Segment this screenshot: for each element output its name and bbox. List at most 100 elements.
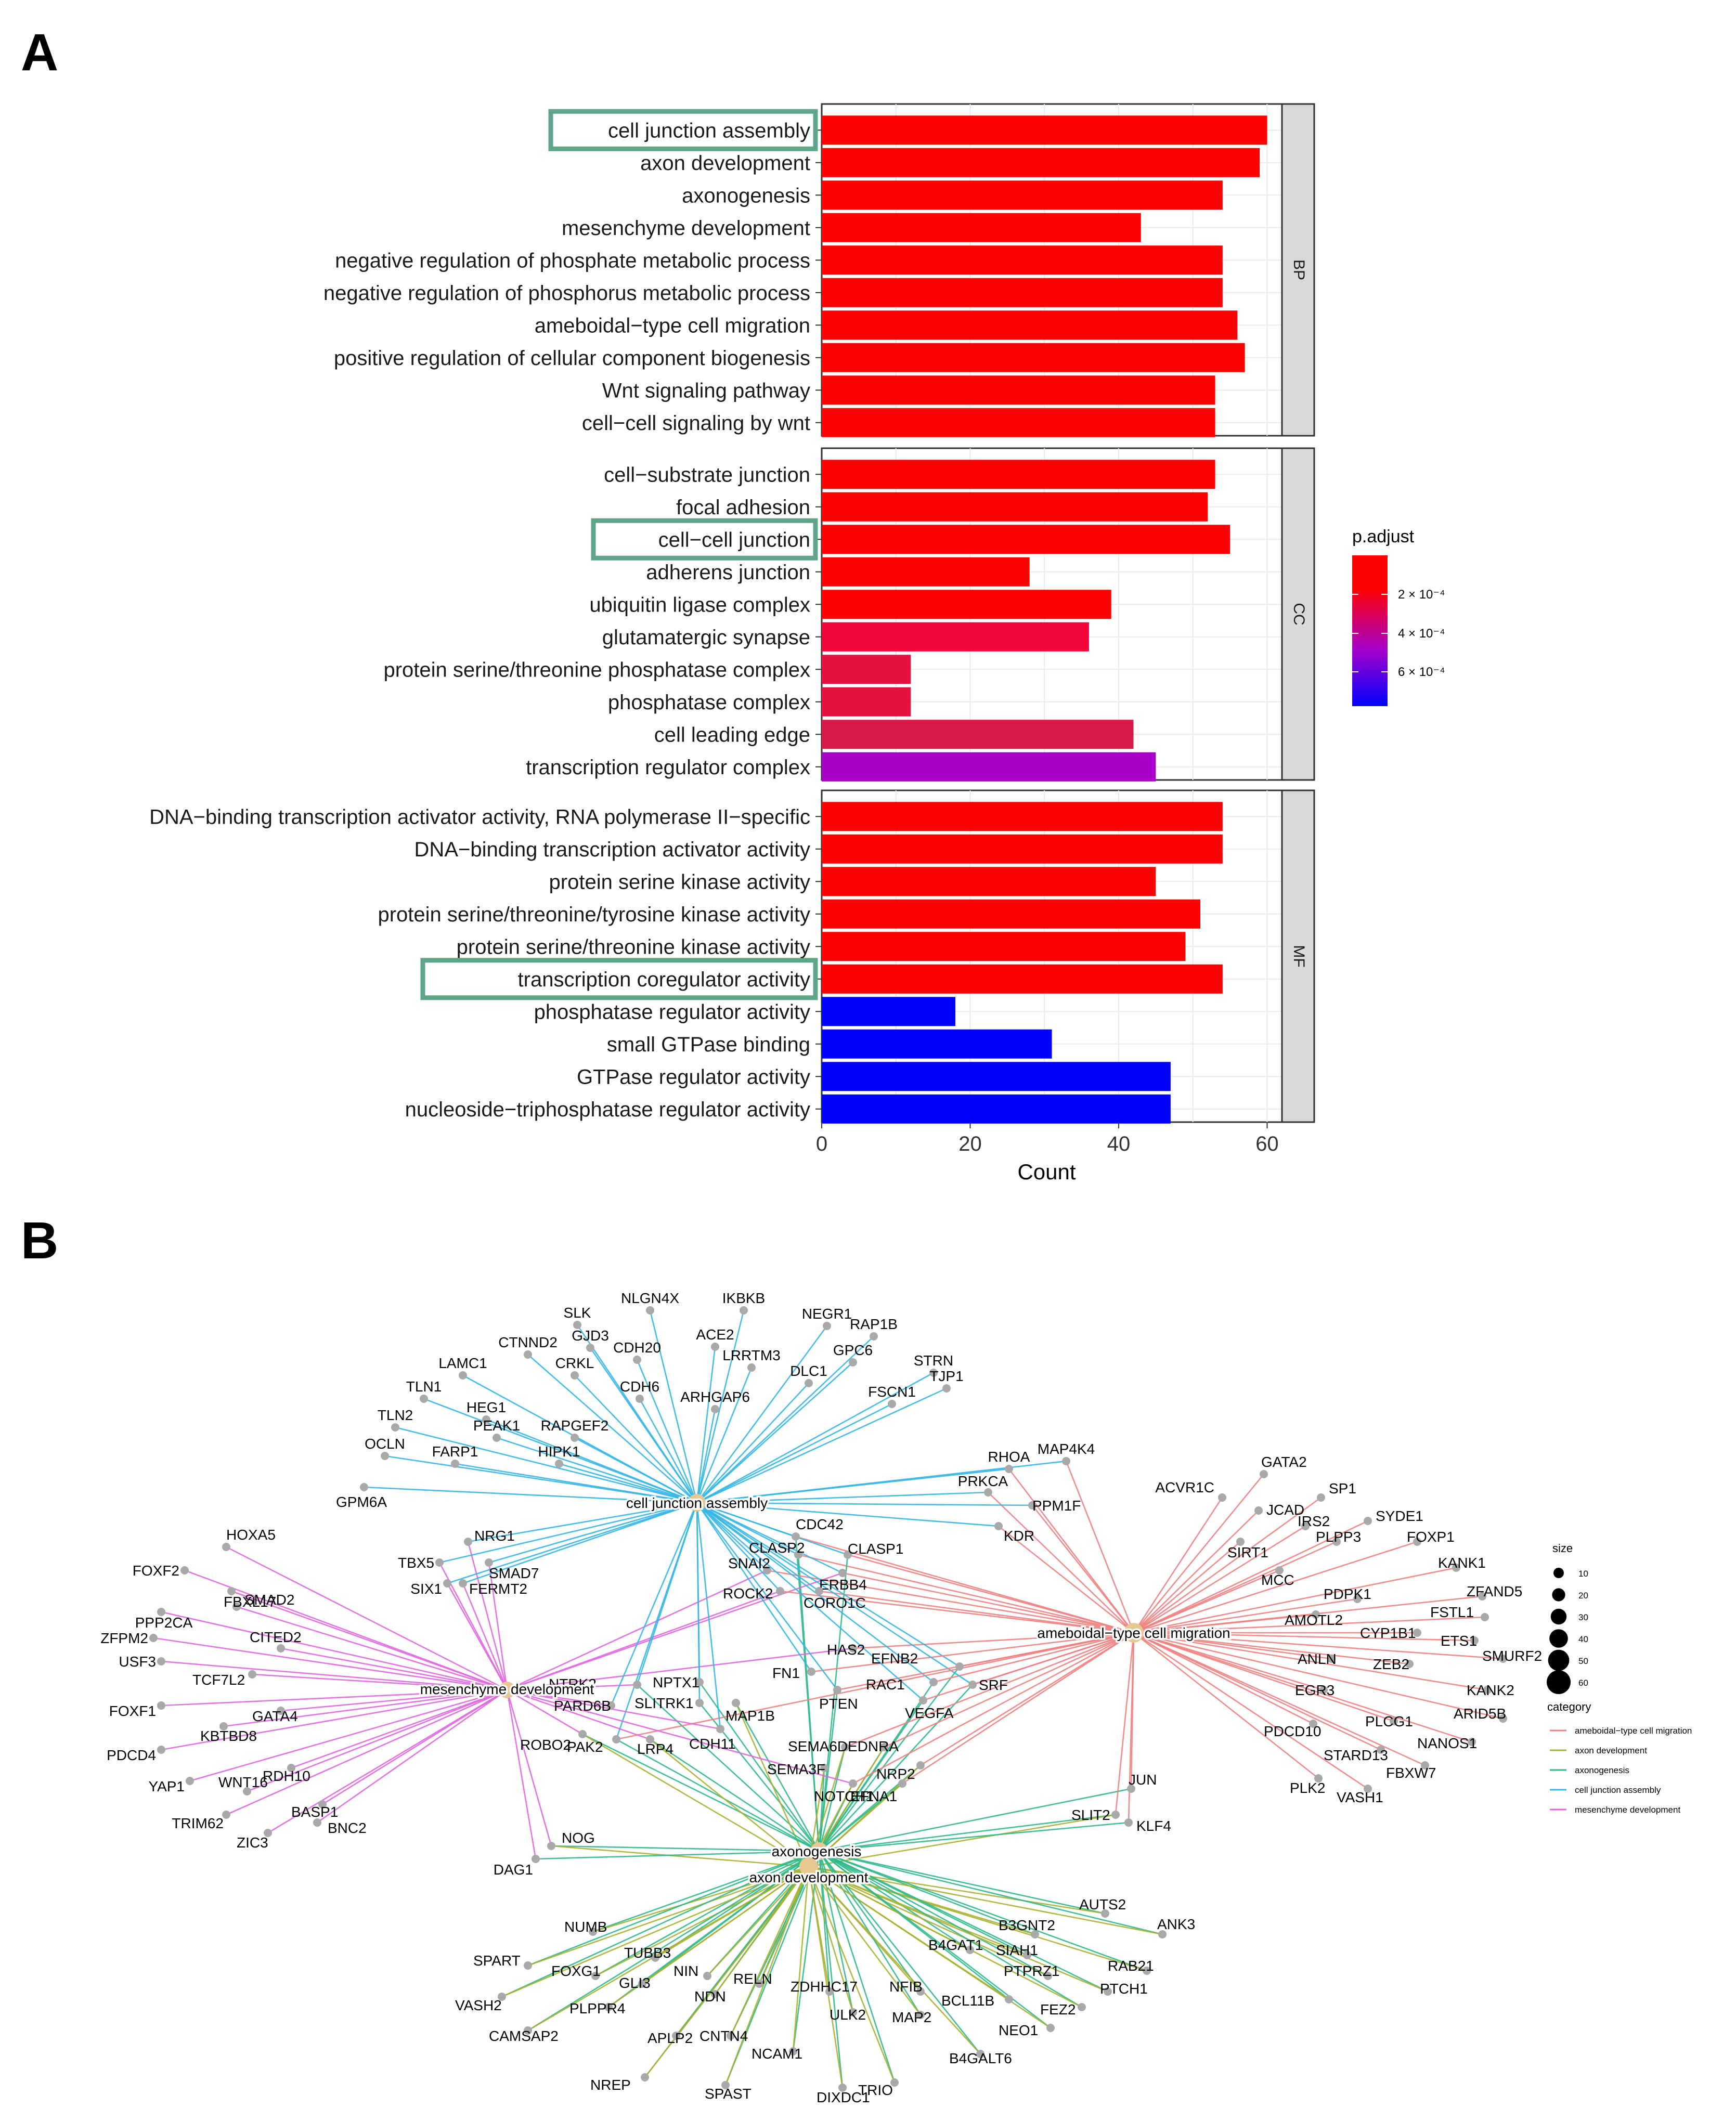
gene-node <box>789 2047 797 2055</box>
gene-label: TCF7L2 <box>192 1672 245 1688</box>
edge <box>811 1632 1134 1673</box>
gene-label: FOXF2 <box>133 1563 179 1579</box>
edge <box>1133 1497 1223 1633</box>
gene-label: NTRK2 <box>549 1676 597 1692</box>
gene-node <box>1314 1774 1323 1782</box>
gene-node <box>794 1551 802 1559</box>
gene-node <box>1468 1738 1476 1746</box>
gene-label: PTCH1 <box>1100 1981 1148 1997</box>
edge <box>818 1851 896 2083</box>
gene-node <box>740 1306 748 1315</box>
hub-label: axonogenesis <box>772 1843 862 1859</box>
edge <box>559 1463 697 1504</box>
gene-node <box>243 1787 251 1795</box>
gene-label: PDCD4 <box>107 1747 156 1763</box>
gene-node <box>493 1434 501 1442</box>
gene-label: KANK1 <box>1438 1555 1486 1571</box>
gene-label: PLPPR4 <box>569 2000 625 2016</box>
edge <box>920 1632 1134 1766</box>
gene-node <box>1218 1493 1226 1502</box>
gene-label: TRIO <box>858 2082 893 2098</box>
gene-node <box>1481 1613 1489 1621</box>
edge <box>582 1733 820 1852</box>
gene-label: SIX1 <box>410 1581 442 1597</box>
gene-node <box>524 2026 532 2035</box>
edge <box>1133 1632 1368 1790</box>
edge <box>818 1851 922 1992</box>
gene-node <box>636 1395 644 1403</box>
gene-label: SMAD2 <box>244 1592 294 1608</box>
gene-node <box>638 1980 646 1988</box>
edge <box>1133 1598 1358 1634</box>
gene-label: SLIT2 <box>1071 1807 1110 1823</box>
edge <box>808 1866 896 2083</box>
category-label: cell−cell junction <box>658 528 810 551</box>
gene-node <box>1062 1457 1070 1465</box>
category-label: GTPase regulator activity <box>577 1065 810 1088</box>
bar <box>822 408 1215 437</box>
hub-node <box>1124 1623 1144 1643</box>
gene-node <box>149 1634 158 1642</box>
gene-node <box>1309 1720 1317 1728</box>
gene-node <box>1377 1746 1385 1754</box>
edge <box>696 1502 768 1571</box>
category-label: axonogenesis <box>682 184 810 207</box>
edge <box>455 1463 697 1504</box>
edge <box>439 1502 697 1564</box>
gene-node <box>578 1730 587 1738</box>
gene-node <box>555 1460 563 1468</box>
edge <box>797 1554 820 1852</box>
gene-node <box>916 1987 925 1996</box>
gene-node <box>807 1668 815 1676</box>
gene-node <box>1127 1785 1135 1793</box>
edge <box>507 1647 853 1691</box>
gene-label: NOG <box>562 1830 595 1846</box>
edge <box>574 1375 697 1503</box>
gene-node <box>264 1829 272 1837</box>
bar <box>822 180 1223 210</box>
edge <box>1133 1632 1319 1779</box>
bar <box>822 964 1223 994</box>
gene-node <box>573 1321 581 1329</box>
gene-label: KANK2 <box>1467 1682 1514 1698</box>
size-legend-dot <box>1550 1608 1567 1625</box>
edge <box>696 1502 1033 1506</box>
edge <box>189 1689 508 1782</box>
edge <box>847 1554 1134 1634</box>
facet-strip-label: CC <box>1290 603 1307 625</box>
gene-label: PLCG1 <box>1365 1713 1413 1729</box>
edge <box>506 1689 537 1859</box>
gene-node <box>287 1764 295 1772</box>
gene-node <box>604 2003 613 2011</box>
gene-node <box>776 1587 784 1595</box>
gene-node <box>277 1707 285 1715</box>
gene-label: MAP1B <box>726 1708 775 1724</box>
gene-node <box>711 1405 719 1413</box>
gene-label: CNTN4 <box>699 2028 748 2044</box>
gene-label: RHOA <box>988 1449 1030 1465</box>
edge <box>1115 1632 1135 1815</box>
edge <box>819 1850 1048 1977</box>
gene-label: FOXP1 <box>1407 1529 1455 1545</box>
edge <box>551 1845 820 1852</box>
size-legend-label: 30 <box>1578 1612 1588 1622</box>
gene-node <box>420 1395 428 1403</box>
edge <box>462 1583 508 1690</box>
edge <box>1133 1632 1472 1743</box>
category-label: protein serine/threonine kinase activity <box>457 935 810 958</box>
gene-node <box>571 1371 579 1380</box>
category-label: DNA−binding transcription activator acti… <box>149 805 810 828</box>
edge <box>818 1700 924 1852</box>
gene-node <box>646 1306 654 1315</box>
gene-node <box>1390 1717 1398 1725</box>
gene-node <box>591 1972 600 1980</box>
gene-label: ULK2 <box>830 2007 866 2023</box>
category-label: phosphatase complex <box>608 691 810 714</box>
edge <box>696 1336 874 1503</box>
gene-label: FBXW7 <box>1386 1765 1436 1781</box>
gene-label: MAP4K4 <box>1038 1441 1095 1457</box>
gene-node <box>849 1644 857 1652</box>
facet-strip <box>1281 447 1315 781</box>
edge <box>395 1426 697 1504</box>
gene-label: ZDHHC17 <box>791 1979 858 1995</box>
